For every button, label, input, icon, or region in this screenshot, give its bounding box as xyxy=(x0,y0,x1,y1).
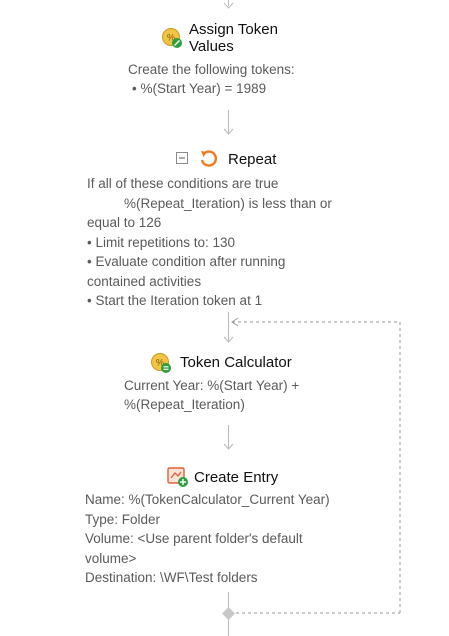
activity-description: Current Year: %(Start Year) + %(Repeat_I… xyxy=(124,376,299,414)
evaluate-line-cont: contained activities xyxy=(87,273,202,289)
condition-header: If all of these conditions are true xyxy=(87,176,279,191)
calc-line: Current Year: %(Start Year) + xyxy=(124,378,300,393)
loop-merge-diamond xyxy=(222,607,235,620)
volume-line-cont: volume> xyxy=(85,550,137,566)
activity-repeat[interactable]: Repeat If all of these conditions are tr… xyxy=(0,148,449,313)
create-entry-icon xyxy=(167,467,188,487)
repeat-icon xyxy=(200,150,217,167)
activity-title: Create Entry xyxy=(194,469,279,486)
limit-line: • Limit repetitions to: 130 xyxy=(87,234,236,250)
name-line: Name: %(TokenCalculator_Current Year) xyxy=(85,492,330,507)
start-iteration-line: • Start the Iteration token at 1 xyxy=(87,293,263,308)
volume-line: Volume: <Use parent folder's default xyxy=(85,531,303,546)
activity-token-calculator[interactable]: % Token Calculator Current Year: %(Start… xyxy=(0,348,449,418)
arrow-1 xyxy=(223,128,234,135)
condition-line-cont: equal to 126 xyxy=(87,215,162,230)
calc-line-cont: %(Repeat_Iteration) xyxy=(124,397,245,412)
activity-description: If all of these conditions are true %(Re… xyxy=(87,174,332,311)
activity-description: Create the following tokens: • %(Start Y… xyxy=(128,60,295,98)
title-line-2: Values xyxy=(189,38,234,55)
desc-line: Create the following tokens: xyxy=(128,62,295,77)
token-calculator-icon: % xyxy=(151,353,171,373)
svg-text:%: % xyxy=(167,33,175,43)
connector-3 xyxy=(228,425,229,449)
token-assign-icon: % xyxy=(162,28,182,48)
activity-title: Token Calculator xyxy=(180,354,292,371)
evaluate-line: • Evaluate condition after running xyxy=(87,254,286,269)
activity-title: Assign Token Values xyxy=(189,21,278,55)
arrow-2 xyxy=(223,336,234,343)
connector-2 xyxy=(228,312,229,342)
activity-create-entry[interactable]: Create Entry Name: %(TokenCalculator_Cur… xyxy=(0,462,449,592)
activity-assign-token-values[interactable]: % Assign Token Values Create the followi… xyxy=(0,18,449,100)
activity-description: Name: %(TokenCalculator_Current Year) Ty… xyxy=(85,490,330,588)
arrow-3 xyxy=(223,443,234,450)
svg-text:%: % xyxy=(156,358,164,368)
collapse-icon[interactable] xyxy=(176,152,188,164)
title-line-1: Assign Token xyxy=(189,21,278,38)
activity-title: Repeat xyxy=(228,151,277,168)
destination-line: Destination: \WF\Test folders xyxy=(85,570,258,585)
token-item: • %(Start Year) = 1989 xyxy=(132,81,267,96)
condition-line: %(Repeat_Iteration) is less than or xyxy=(124,195,332,211)
type-line: Type: Folder xyxy=(85,511,161,527)
connector-top xyxy=(228,0,229,6)
arrow-top xyxy=(223,2,234,9)
connector-1 xyxy=(228,110,229,134)
